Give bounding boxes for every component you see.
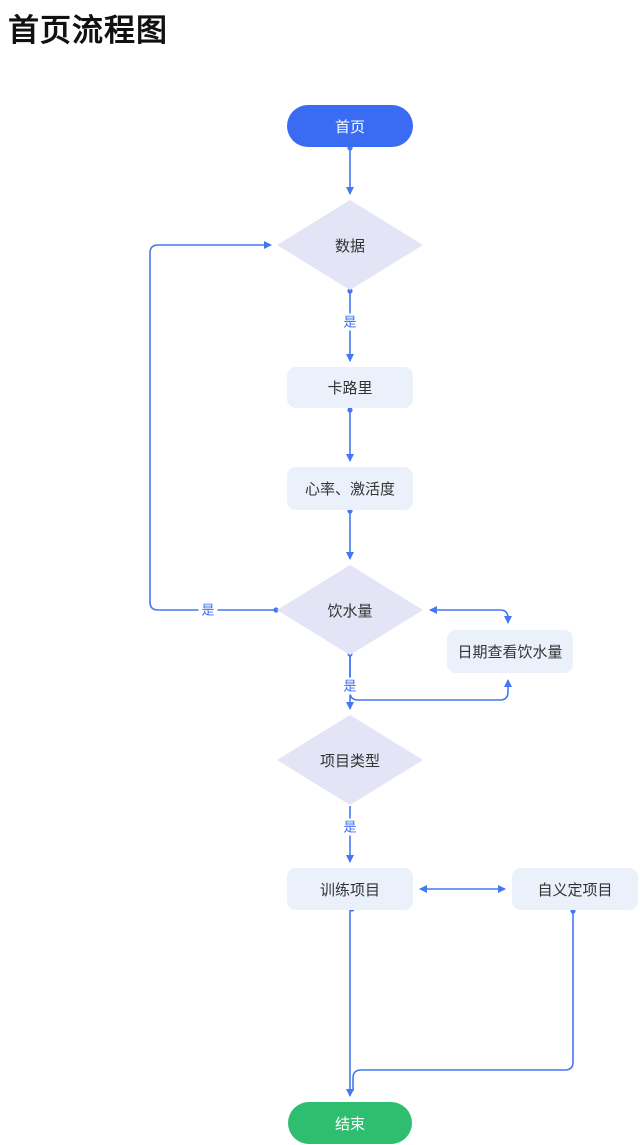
node-process-training: 训练项目 [287, 868, 413, 910]
edge-label-yes-projecttype: 是 [340, 818, 360, 836]
node-heartrate-label: 心率、激活度 [304, 481, 395, 498]
node-end: 结束 [288, 1102, 412, 1144]
node-calories-label: 卡路里 [327, 380, 373, 397]
edge-water-to-date-box [429, 606, 512, 624]
edge-branch-to-date-box [349, 655, 512, 701]
edge-label-yes-data: 是 [340, 313, 360, 331]
edge-custom-to-end [352, 911, 574, 1091]
connector-dot [505, 615, 511, 621]
node-start-label: 首页 [334, 118, 365, 136]
node-water-by-date-label: 日期查看饮水量 [457, 644, 563, 661]
edge-label-yes-loop: 是 [198, 601, 218, 619]
node-custom-label: 自义定项目 [537, 881, 613, 899]
page-title: 首页流程图 [8, 13, 168, 48]
node-process-custom: 自义定项目 [512, 868, 638, 910]
node-water-label: 饮水量 [327, 602, 373, 620]
edge-label-yes-water: 是 [340, 677, 360, 695]
node-process-calories: 卡路里 [287, 367, 413, 408]
node-process-water-by-date: 日期查看饮水量 [447, 630, 573, 673]
node-data-label: 数据 [334, 237, 365, 255]
node-start: 首页 [287, 105, 413, 147]
node-training-label: 训练项目 [319, 881, 380, 899]
connector-dot [273, 607, 279, 613]
node-end-label: 结束 [334, 1115, 365, 1133]
node-process-heartrate: 心率、激活度 [287, 467, 413, 510]
connector-dot [347, 407, 353, 413]
node-project-type-label: 项目类型 [319, 752, 380, 770]
connector-dot [347, 288, 353, 294]
edge-water-loop-to-data [149, 241, 276, 611]
